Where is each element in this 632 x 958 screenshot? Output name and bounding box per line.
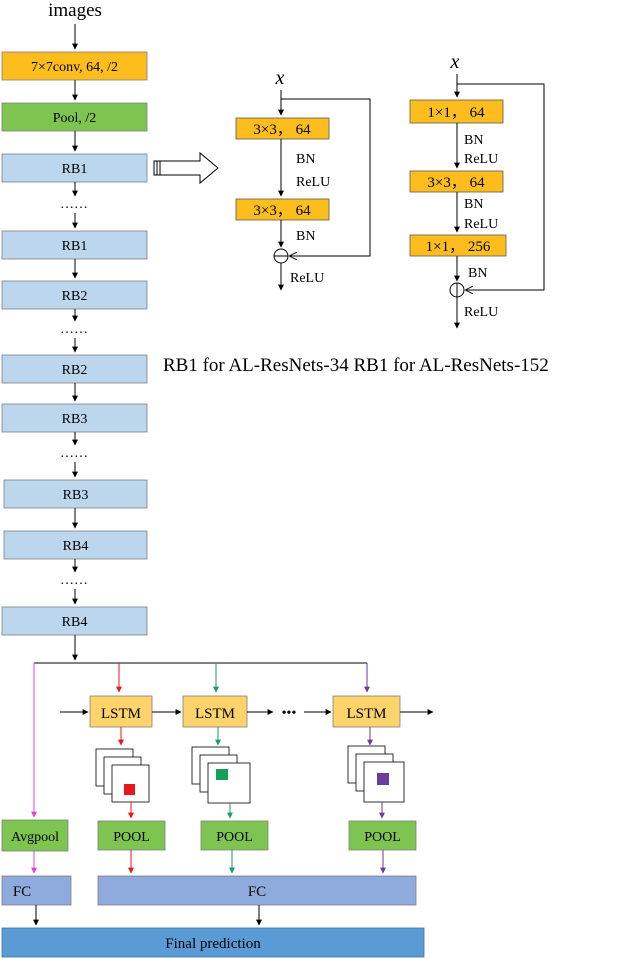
- global-branch: Avgpool FC: [1, 819, 72, 926]
- pool-block-2: [200, 820, 269, 851]
- rb1-block-first-label: RB1: [62, 162, 88, 177]
- rb34-bn1: BN: [296, 152, 315, 167]
- rb152-input-x: x: [450, 51, 460, 73]
- pool-block-3: [348, 820, 417, 851]
- rb1-block-last: [1, 230, 148, 260]
- rb1-block-first: [1, 153, 148, 183]
- rb4-block-last-label: RB4: [62, 615, 88, 630]
- global-fc-block: [1, 875, 72, 906]
- rb34-relu-out: ReLU: [290, 271, 324, 286]
- rb152-bn2: BN: [464, 197, 483, 212]
- backbone: images 7×7conv, 64, /2 Pool, /2 RB1 …… R…: [1, 0, 148, 661]
- rb152-relu2: ReLU: [464, 217, 498, 232]
- rb4-block-first: [3, 530, 148, 560]
- rb3-block-last-label: RB3: [63, 488, 89, 503]
- rb34-conv1: [235, 117, 330, 140]
- attention-focus-2-icon: [216, 769, 228, 780]
- pool-block: [1, 102, 148, 132]
- rb152-relu1: ReLU: [464, 152, 498, 167]
- lstm-cell-2-label: LSTM: [195, 706, 235, 722]
- rb4-block-first-label: RB4: [63, 539, 89, 554]
- rb34-input-x: x: [275, 67, 285, 89]
- rb2-block-last-label: RB2: [62, 363, 88, 378]
- branch-connectors: [31, 662, 370, 818]
- rb152-conv1-label: 1×1， 64: [427, 105, 485, 121]
- avgpool-block: [1, 819, 69, 852]
- input-label: images: [48, 0, 102, 21]
- rb152-conv3-label: 1×1， 256: [426, 239, 491, 255]
- rb-detail-caption: RB1 for AL-ResNets-34 RB1 for AL-ResNets…: [163, 355, 549, 376]
- rb152-conv3: [409, 234, 507, 257]
- lstm-dots: •••: [282, 706, 297, 721]
- global-fc-label: FC: [13, 884, 31, 900]
- rb152-detail: x 1×1， 64 BN ReLU 3×3， 64 BN ReLU 1×1， 2…: [409, 51, 545, 329]
- conv-block-label: 7×7conv, 64, /2: [31, 60, 118, 75]
- attention-branch: LSTM LSTM ••• LSTM POOL: [60, 695, 434, 926]
- rb3-block-first-label: RB3: [62, 412, 88, 427]
- attention-map-2-front: [207, 762, 251, 804]
- pool-block-1: [97, 820, 166, 851]
- pool-block-2-label: POOL: [216, 830, 253, 845]
- pool-block-label: Pool, /2: [53, 111, 97, 126]
- pool-block-3-label: POOL: [364, 830, 401, 845]
- rb34-skip-connection: [281, 98, 371, 256]
- rb4-block-last: [1, 606, 148, 636]
- final-prediction-label: Final prediction: [165, 936, 261, 952]
- lstm-cell-3-label: LSTM: [346, 706, 386, 722]
- dots-rb3: ……: [60, 446, 88, 461]
- dots-rb4: ……: [60, 573, 88, 588]
- attention-focus-3-icon: [377, 773, 389, 785]
- final-prediction-block: [1, 927, 425, 958]
- rb152-conv2-label: 3×3， 64: [427, 175, 485, 191]
- rb1-block-last-label: RB1: [62, 239, 88, 254]
- expand-arrow-icon: [153, 151, 219, 185]
- rb3-block-last: [3, 479, 148, 509]
- rb152-bn3: BN: [468, 266, 487, 281]
- rb152-relu-out: ReLU: [464, 305, 498, 320]
- attention-map-1-front: [111, 764, 150, 803]
- rb34-conv2: [235, 198, 330, 221]
- rb34-conv1-label: 3×3， 64: [253, 122, 311, 138]
- rb34-detail: x 3×3， 64 BN ReLU 3×3， 64 BN ReLU: [235, 67, 371, 291]
- pool-block-1-label: POOL: [113, 830, 150, 845]
- dots-rb2: ……: [60, 322, 88, 337]
- rb34-conv2-label: 3×3， 64: [253, 203, 311, 219]
- attention-fc-block: [97, 875, 417, 906]
- rb34-bn2: BN: [296, 229, 315, 244]
- lstm-cell-2: [182, 695, 248, 728]
- rb2-block-first-label: RB2: [62, 289, 88, 304]
- attention-focus-1-icon: [124, 784, 135, 795]
- rb34-relu1: ReLU: [296, 175, 330, 190]
- rb3-block-first: [1, 403, 148, 433]
- lstm-cell-1-label: LSTM: [101, 706, 141, 722]
- avgpool-block-label: Avgpool: [11, 830, 59, 845]
- rb2-block-last: [1, 354, 148, 384]
- rb152-bn1: BN: [464, 133, 483, 148]
- dots-rb1: ……: [60, 197, 88, 212]
- lstm-cell-3: [332, 695, 401, 728]
- rb2-block-first: [1, 280, 148, 310]
- rb152-skip-connection: [457, 83, 545, 290]
- attention-fc-label: FC: [248, 884, 266, 900]
